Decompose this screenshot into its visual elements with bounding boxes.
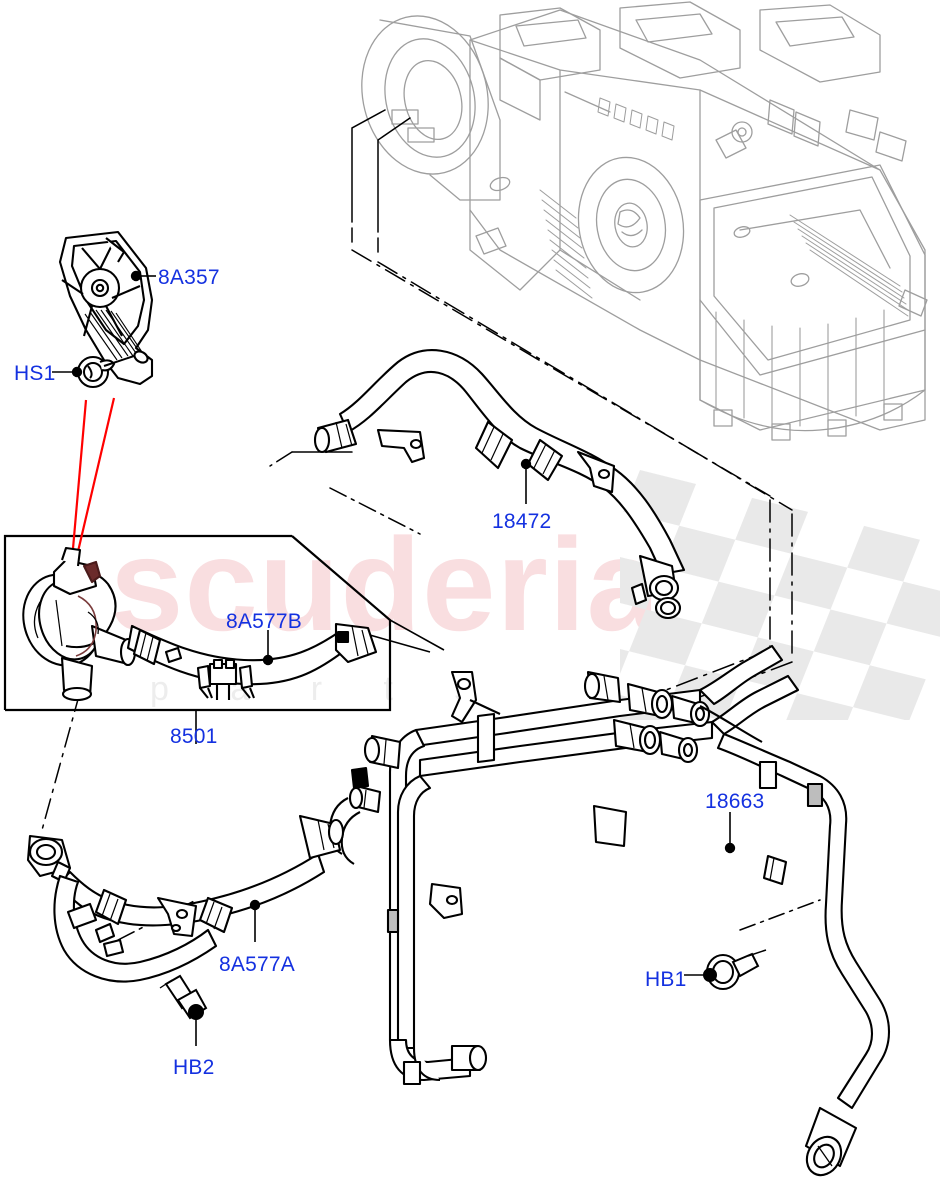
hose-8A577B — [126, 622, 378, 700]
callout-dot-8A357 — [130, 270, 142, 282]
callout-label-8A577B[interactable]: 8A577B — [226, 610, 302, 633]
callout-label-HB1[interactable]: HB1 — [645, 968, 687, 991]
callout-dot-HS1 — [71, 366, 83, 378]
callout-dot-18663 — [724, 842, 736, 854]
bolt-HB2 — [159, 974, 208, 1020]
callout-label-HS1[interactable]: HS1 — [14, 362, 56, 385]
callout-label-18472[interactable]: 18472 — [492, 510, 552, 533]
bolt-HB1 — [703, 949, 767, 990]
hose-8A577A — [26, 814, 345, 983]
callout-label-8501[interactable]: 8501 — [170, 725, 218, 748]
watermark-scuderia: scuderia p a r t s — [110, 511, 662, 708]
svg-text:scuderia: scuderia — [110, 511, 662, 658]
callout-label-HB2[interactable]: HB2 — [173, 1056, 215, 1079]
callout-dot-8A577A — [249, 899, 261, 911]
assembly-reference-lines — [41, 109, 821, 941]
hose-18472 — [313, 349, 686, 620]
screw-HS1 — [77, 355, 135, 388]
callout-label-8A357[interactable]: 8A357 — [158, 266, 220, 289]
callout-label-8A577A[interactable]: 8A577A — [219, 953, 295, 976]
coolant-pump-8501 — [22, 546, 137, 702]
kit-box-leader-8501 — [195, 535, 391, 744]
highlight-leader-lines — [70, 397, 116, 561]
hvac-unit-assembly — [361, 1, 928, 441]
callout-label-18663[interactable]: 18663 — [705, 790, 765, 813]
hose-assembly-18663 — [328, 644, 890, 1177]
callout-dot-18472 — [520, 458, 532, 470]
pump-bracket-8A357 — [58, 230, 154, 386]
